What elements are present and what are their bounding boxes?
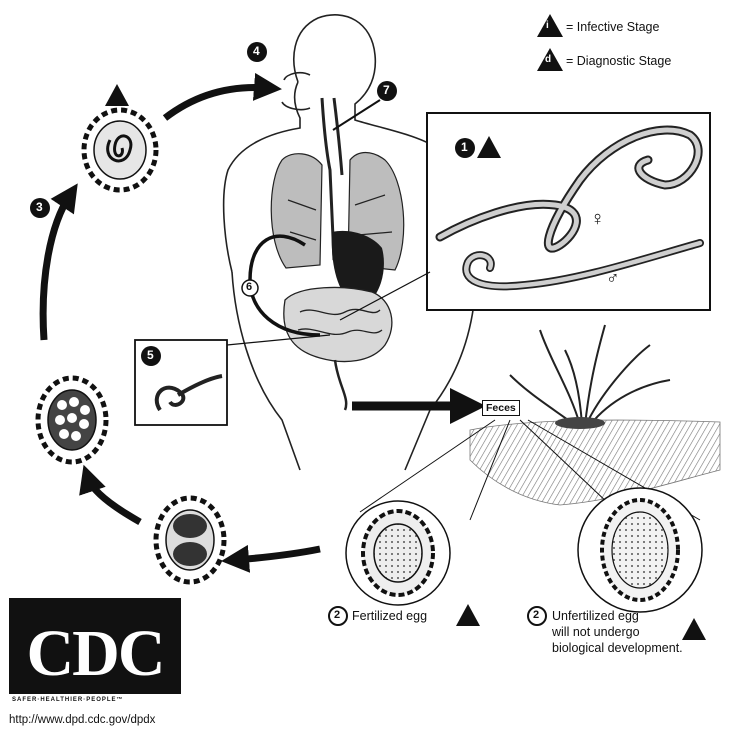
step-5-number: 5 [147,349,154,363]
cdc-logo: CDC [9,598,181,694]
unfertilized-egg-label-line3: biological development. [552,641,683,655]
step-4-number: 4 [253,45,260,59]
cdc-tagline: SAFER·HEALTHIER·PEOPLE™ [12,697,124,703]
step-1-number: 1 [461,141,468,155]
step-3-number: 3 [36,201,43,215]
multi-cell-egg [38,378,106,462]
unfertilized-egg-label-line2: will not undergo [552,625,640,639]
legend-infective-label: = Infective Stage [566,20,659,34]
unfertilized-egg [602,500,678,600]
step-6-number: 6 [246,281,252,294]
step-2a-number: 2 [334,609,340,622]
grass-plant [510,325,670,429]
embryonated-egg-larva [84,110,156,190]
legend-infective-icon [537,14,563,37]
svg-text:CDC: CDC [27,617,164,690]
diagnostic-triangle-unfertilized-icon [682,618,706,640]
diagnostic-triangle-fertilized-icon [456,604,480,626]
feces-label: Feces [482,400,520,416]
legend-infective-symbol: i [546,20,549,31]
fertilized-egg [363,511,433,595]
two-cell-egg [156,498,224,582]
soil [470,420,720,505]
female-symbol: ♀ [590,208,605,231]
legend-diagnostic-symbol: d [545,54,551,65]
infective-stage-triangle-icon [105,84,129,106]
male-symbol: ♂ [606,268,620,289]
intestines [284,287,392,410]
step-2b-number: 2 [533,609,539,622]
legend-diagnostic-label: = Diagnostic Stage [566,54,671,68]
unfertilized-egg-label-line1: Unfertilized egg [552,609,639,623]
source-url: http://www.dpd.cdc.gov/dpdx [9,714,155,726]
fertilized-egg-label: Fertilized egg [352,609,427,623]
step-7-number: 7 [383,84,390,98]
